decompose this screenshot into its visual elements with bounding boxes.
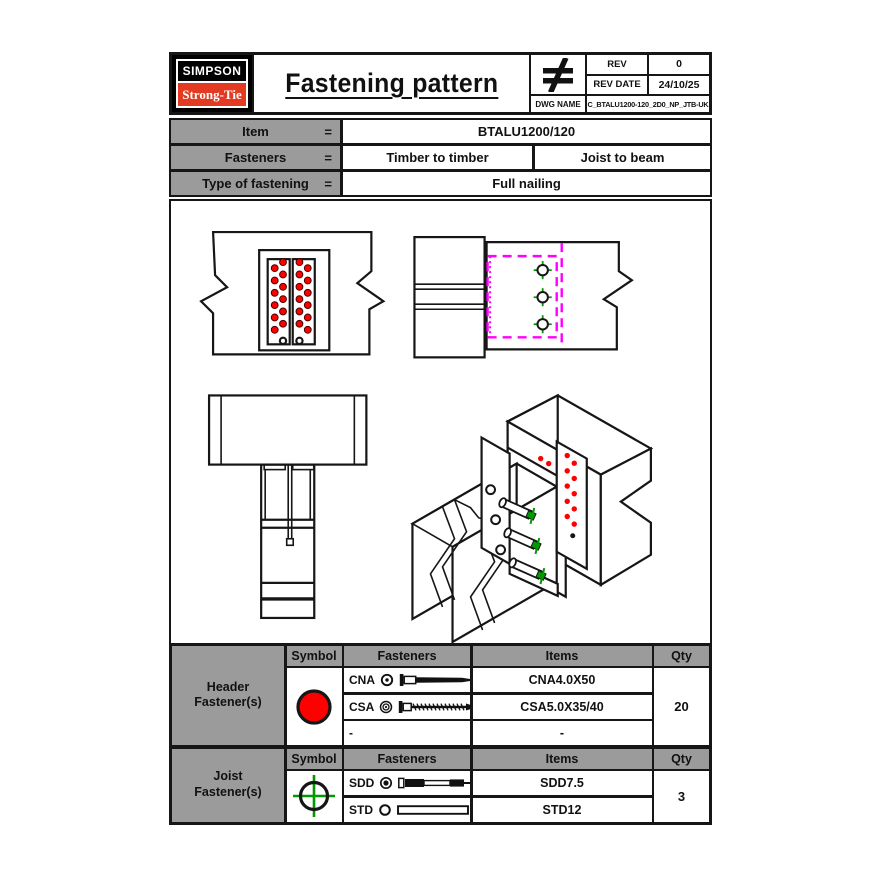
fastener-row-csa: CSA <box>344 694 470 719</box>
dwg-name-label: DWG NAME <box>531 96 585 112</box>
side-view-screw-marks <box>533 261 552 334</box>
info-table: Item = BTALU1200/120 Fasteners = Timber … <box>169 118 712 197</box>
col-header-fasteners: Fasteners <box>344 645 470 666</box>
rev-date-value: 24/10/25 <box>649 75 709 94</box>
fasteners-label-cell: Fasteners = <box>171 146 340 169</box>
type-value-cell: Full nailing <box>343 172 710 195</box>
joist-fasteners-group-label: Joist Fastener(s) <box>172 748 284 822</box>
fastener-row-cna: CNA <box>344 668 470 692</box>
isometric-view-drawing <box>410 393 654 643</box>
col-header-symbol: Symbol <box>286 645 342 666</box>
col-header-qty: Qty <box>654 645 709 666</box>
front-view-drawing <box>199 230 386 356</box>
std-code: STD <box>349 802 373 817</box>
drawing-area <box>169 199 712 645</box>
equals-sign: = <box>324 124 332 139</box>
rev-date-label: REV DATE <box>587 75 647 94</box>
fastener-row-std: STD <box>344 797 470 822</box>
header-qty-value: 20 <box>654 668 709 745</box>
sdd-code: SDD <box>349 776 375 790</box>
csa-screw-icon <box>399 700 470 713</box>
fasteners-label: Fasteners <box>224 150 287 165</box>
type-label-cell: Type of fastening = <box>171 172 340 195</box>
item-empty: - <box>472 721 652 745</box>
logo-strongtie-text: Strong-Tie <box>178 81 246 106</box>
joist-qty-value: 3 <box>654 771 709 822</box>
col-header-symbol: Symbol <box>286 748 342 769</box>
cna-code: CNA <box>349 673 375 687</box>
col-header-items: Items <box>472 645 652 666</box>
hanger-hidden-outline <box>486 254 558 339</box>
sdd-screw-icon <box>398 777 470 789</box>
cna-head-icon <box>380 673 394 687</box>
col-header-qty: Qty <box>654 748 709 769</box>
not-equal-icon <box>531 55 585 94</box>
sdd-screw-3d <box>498 497 537 525</box>
simpson-strongtie-logo: SIMPSON Strong-Tie <box>172 55 254 112</box>
revision-table: REV 0 REV DATE 24/10/25 DWG NAME C_BTALU… <box>531 55 709 112</box>
col-header-items: Items <box>472 748 652 769</box>
technical-drawing-svg <box>199 230 654 643</box>
col-header-fasteners: Fasteners <box>344 748 470 769</box>
item-sdd: SDD7.5 <box>472 771 652 795</box>
item-csa: CSA5.0X35/40 <box>472 694 652 719</box>
csa-code: CSA <box>349 699 375 714</box>
std-head-icon <box>379 803 391 816</box>
title-block: SIMPSON Strong-Tie Fastening pattern REV… <box>169 52 712 115</box>
front-view-nail-dots <box>270 258 312 346</box>
header-fasteners-table: Header Fastener(s) Symbol Fasteners Item… <box>169 642 712 748</box>
fastener-row-empty: - <box>344 721 470 745</box>
page-title: Fastening pattern <box>284 68 499 98</box>
item-std: STD12 <box>472 797 652 822</box>
joist-fasteners-table: Joist Fastener(s) Symbol Fasteners Items… <box>169 745 712 825</box>
type-of-fastening-label: Type of fastening <box>202 176 309 191</box>
sdd-head-icon <box>380 776 393 790</box>
item-value-cell: BTALU1200/120 <box>343 120 710 143</box>
side-view-drawing <box>413 235 634 359</box>
fastener-row-sdd: SDD <box>344 771 470 795</box>
item-label: Item <box>242 124 269 139</box>
green-crosshair-symbol <box>286 771 342 822</box>
std-dowel-icon <box>397 804 469 815</box>
logo-frame: SIMPSON Strong-Tie <box>176 59 248 108</box>
item-cna: CNA4.0X50 <box>472 668 652 692</box>
empty-code: - <box>349 726 353 740</box>
dwg-name-value: C_BTALU1200-120_2D0_NP_JTB-UK <box>587 96 709 112</box>
sdd-screw-3d <box>503 527 542 555</box>
fastening-pattern-sheet: SIMPSON Strong-Tie Fastening pattern REV… <box>169 52 712 825</box>
cna-nail-icon <box>399 674 470 686</box>
rev-value: 0 <box>649 55 709 74</box>
rev-label: REV <box>587 55 647 74</box>
logo-simpson-text: SIMPSON <box>178 61 246 81</box>
csa-head-icon <box>380 700 393 713</box>
fasteners-value1-cell: Timber to timber <box>343 146 532 169</box>
equals-sign: = <box>324 150 332 165</box>
equals-sign: = <box>324 176 332 191</box>
red-circle-symbol <box>286 668 342 745</box>
item-label-cell: Item = <box>171 120 340 143</box>
sdd-screw-3d <box>508 557 547 585</box>
header-fasteners-group-label: Header Fastener(s) <box>172 645 284 745</box>
fasteners-value2-cell: Joist to beam <box>535 146 710 169</box>
iso-view-nail-dots <box>564 452 577 539</box>
title-cell: Fastening pattern <box>254 55 531 112</box>
plan-view-drawing <box>207 394 368 620</box>
